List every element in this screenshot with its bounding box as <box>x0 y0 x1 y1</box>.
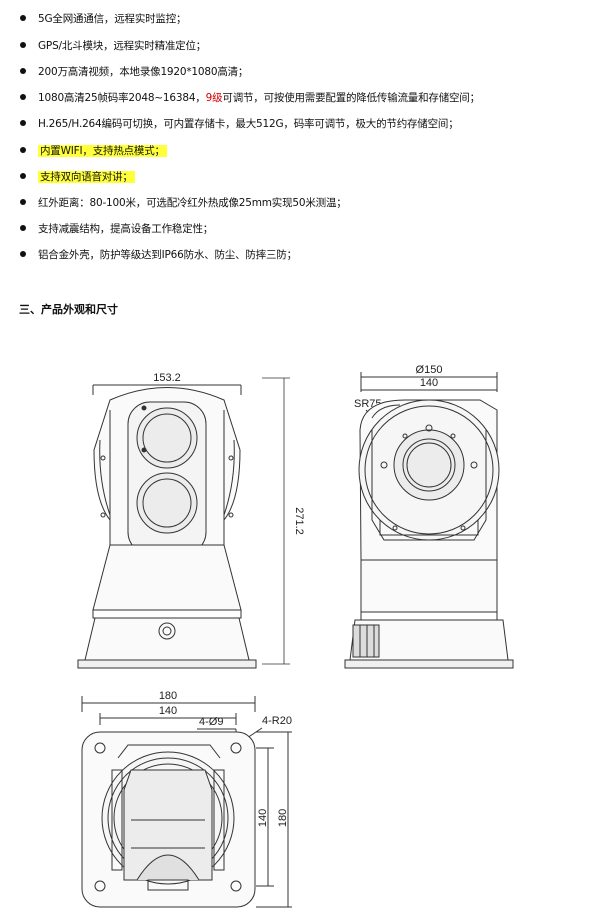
feature-text: 铝合金外壳，防护等级达到IP66防水、防尘、防摔三防； <box>38 249 297 261</box>
bullet-icon <box>20 225 26 231</box>
feature-item: 铝合金外壳，防护等级达到IP66防水、防尘、防摔三防； <box>20 246 297 264</box>
feature-text: 内置WIFI，支持热点模式； <box>38 145 167 157</box>
bullet-icon <box>20 120 26 126</box>
feature-text: H.265/H.264编码可切换，可内置存储卡，最大512G，码率可调节，极大的… <box>38 118 459 130</box>
feature-item: 200万高清视频，本地录像1920*1080高清； <box>20 63 248 81</box>
feature-item: 1080高清25帧码率2048~16384，9级可调节，可按使用需要配置的降低传… <box>20 89 480 107</box>
feature-text: 1080高清25帧码率2048~16384， <box>38 92 206 104</box>
feature-text: GPS/北斗模块，远程实时精准定位； <box>38 40 207 52</box>
section-title: 三、产品外观和尺寸 <box>19 303 118 316</box>
bottom-view-drawing: 180 140 4-Ø9 4-R20 <box>81 690 292 908</box>
dim-bottom-holes: 4-Ø9 <box>199 716 223 728</box>
dim-side-diameter: Ø150 <box>416 364 443 376</box>
side-view-drawing: Ø150 140 SR75 <box>344 364 514 669</box>
feature-text: 可调节，可按使用需要配置的降低传输流量和存储空间； <box>222 92 480 104</box>
feature-text: 200万高清视频，本地录像1920*1080高清； <box>38 66 249 78</box>
dim-bottom-corner: 4-R20 <box>262 715 292 727</box>
dim-bottom-outer-width: 180 <box>159 690 177 702</box>
dim-bottom-inner-height: 140 <box>257 809 269 827</box>
bullet-icon <box>20 15 26 21</box>
dim-side-width: 140 <box>420 377 438 389</box>
feature-item: 红外距离：80-100米，可选配冷红外热成像25mm实现50米测温； <box>20 194 347 212</box>
dim-bottom-inner-width: 140 <box>159 705 177 717</box>
feature-item: 内置WIFI，支持热点模式； <box>20 142 167 160</box>
feature-item: 5G全网通通信，远程实时监控； <box>20 10 187 28</box>
dim-front-height: 271.2 <box>293 507 305 535</box>
bullet-icon <box>20 42 26 48</box>
bullet-icon <box>20 199 26 205</box>
bullet-icon <box>20 251 26 257</box>
bullet-icon <box>20 94 26 100</box>
feature-item: H.265/H.264编码可切换，可内置存储卡，最大512G，码率可调节，极大的… <box>20 115 459 133</box>
feature-item: 支持减震结构，提高设备工作稳定性； <box>20 220 213 238</box>
feature-text: 支持双向语音对讲； <box>38 171 135 183</box>
feature-item: GPS/北斗模块，远程实时精准定位； <box>20 37 206 55</box>
feature-text: 支持减震结构，提高设备工作稳定性； <box>38 223 214 235</box>
feature-text-red: 9级 <box>205 92 223 104</box>
feature-text: 5G全网通通信，远程实时监控； <box>38 13 187 25</box>
bullet-icon <box>20 147 26 153</box>
dim-front-width: 153.2 <box>153 372 181 384</box>
front-view-drawing: 153.2 271.2 <box>77 372 305 669</box>
bullet-icon <box>20 173 26 179</box>
bullet-icon <box>20 68 26 74</box>
feature-text: 红外距离：80-100米，可选配冷红外热成像25mm实现50米测温； <box>38 197 347 209</box>
dim-bottom-outer-height: 180 <box>277 809 289 827</box>
feature-item: 支持双向语音对讲； <box>20 168 135 186</box>
